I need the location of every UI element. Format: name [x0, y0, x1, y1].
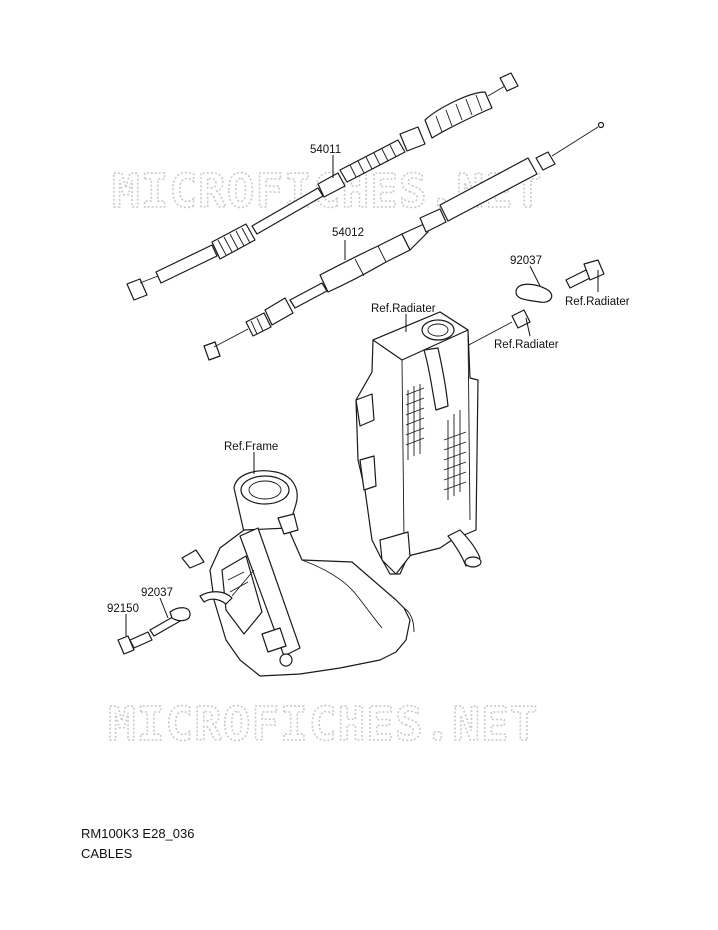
clip-92037-top: [515, 265, 553, 303]
watermark-bottom: MICROFICHES.NET: [108, 697, 538, 751]
callout-54012: 54012: [332, 227, 364, 239]
callout-ref-frame: Ref.Frame: [224, 441, 278, 453]
callout-54011: 54011: [310, 144, 341, 156]
diagram-code: RM100K3 E28_036: [81, 826, 195, 841]
callout-ref-radiater-collar: Ref.Radiater: [494, 339, 559, 351]
callout-ref-radiater-bolt: Ref.Radiater: [565, 296, 630, 308]
diagram-title: CABLES: [81, 846, 133, 861]
callout-92150: 92150: [107, 603, 139, 615]
callout-92037-top: 92037: [510, 255, 542, 267]
frame: [181, 452, 415, 677]
cable-54011: [126, 72, 519, 301]
callout-92037-bottom: 92037: [141, 587, 173, 599]
radiator: [355, 311, 482, 575]
cable-54012: [203, 121, 605, 361]
bolt-92150: [117, 614, 153, 655]
bolt-radiater: [565, 259, 605, 292]
clip-92037-bottom: [149, 597, 191, 637]
callout-ref-radiater-body: Ref.Radiater: [371, 303, 436, 315]
